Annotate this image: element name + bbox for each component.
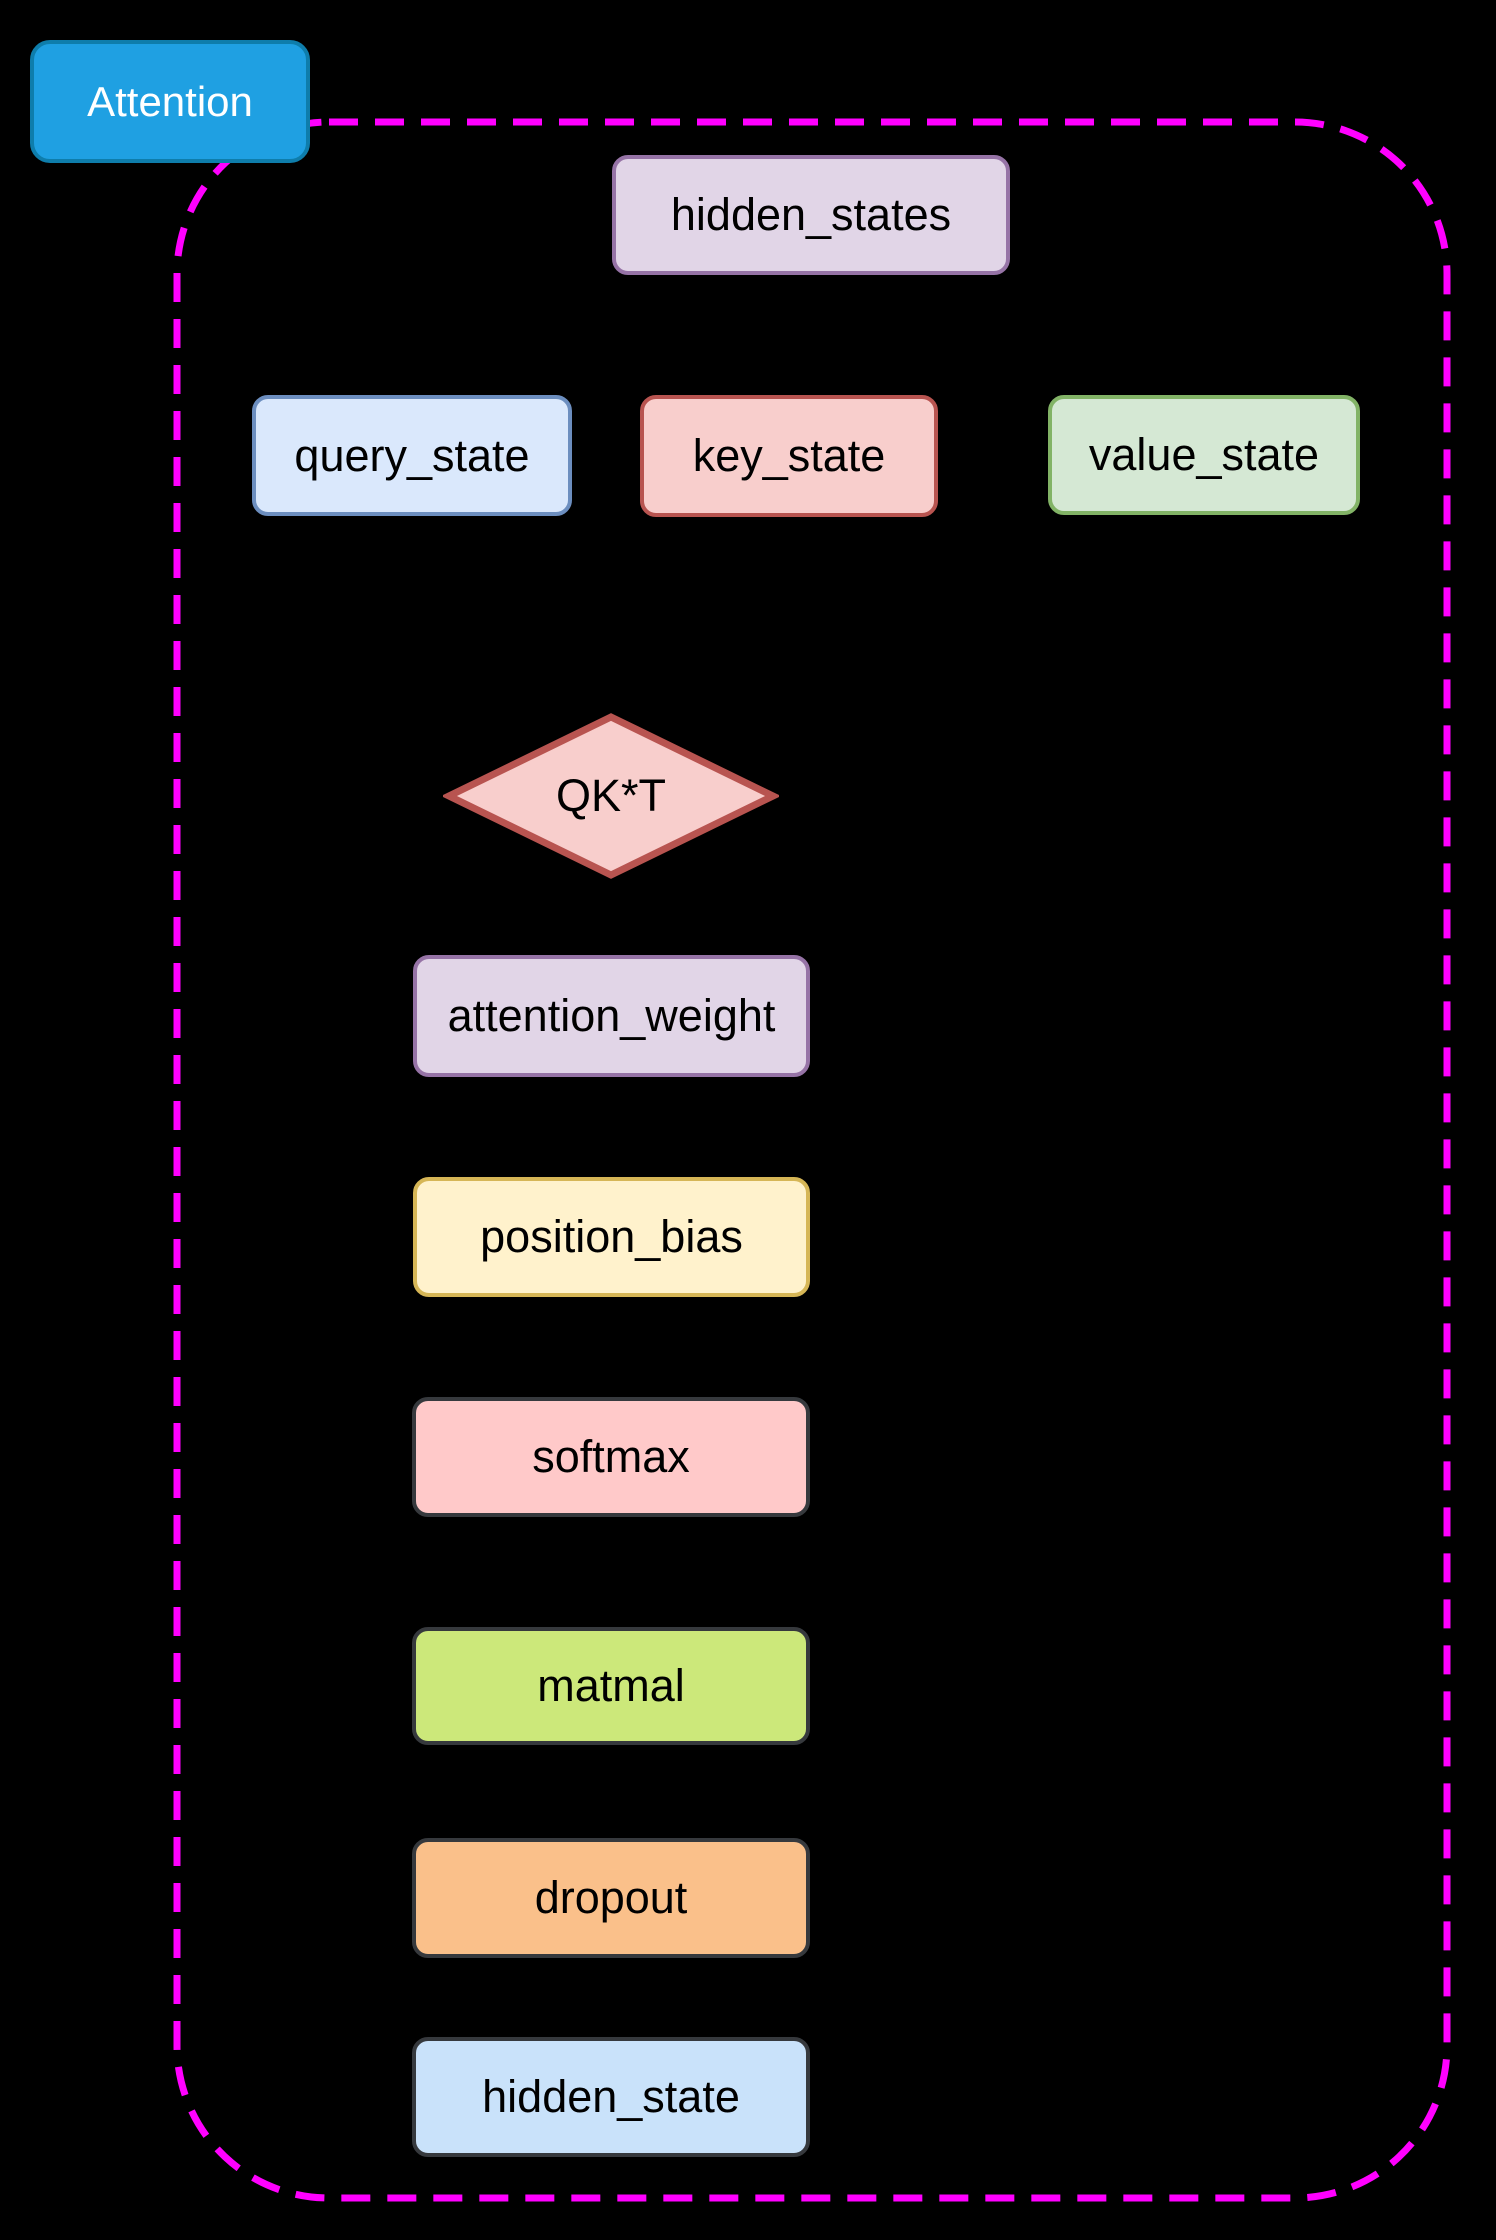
node-value-state[interactable]: value_state — [1048, 395, 1360, 515]
node-dropout[interactable]: dropout — [412, 1838, 810, 1958]
node-label: hidden_states — [670, 189, 952, 240]
node-matmal[interactable]: matmal — [412, 1627, 810, 1745]
node-position-bias[interactable]: position_bias — [413, 1177, 810, 1297]
diamond-shape — [443, 713, 779, 879]
node-label: dropout — [534, 1872, 688, 1923]
node-label: hidden_state — [482, 2071, 740, 2122]
node-hidden-state[interactable]: hidden_state — [412, 2037, 810, 2157]
node-label: matmal — [537, 1660, 685, 1711]
node-attention-weight[interactable]: attention_weight — [413, 955, 810, 1077]
node-label: key_state — [692, 430, 886, 481]
node-qkt-diamond[interactable]: QK*T — [443, 711, 779, 881]
attention-group-frame[interactable] — [170, 115, 1454, 2205]
node-label: position_bias — [480, 1211, 743, 1262]
node-label: QK*T — [555, 770, 667, 821]
attention-group-title[interactable]: Attention — [30, 40, 310, 163]
node-label: query_state — [294, 429, 530, 481]
dashed-boundary-rect[interactable] — [173, 118, 1451, 2202]
node-softmax[interactable]: softmax — [412, 1397, 810, 1517]
node-hidden-states[interactable]: hidden_states — [612, 155, 1010, 275]
node-label: value_state — [1088, 429, 1320, 480]
node-label: attention_weight — [447, 990, 776, 1041]
node-label: softmax — [532, 1431, 690, 1482]
attention-group-title-label: Attention — [87, 77, 253, 125]
node-query-state[interactable]: query_state — [252, 395, 572, 516]
node-key-state[interactable]: key_state — [640, 395, 938, 517]
